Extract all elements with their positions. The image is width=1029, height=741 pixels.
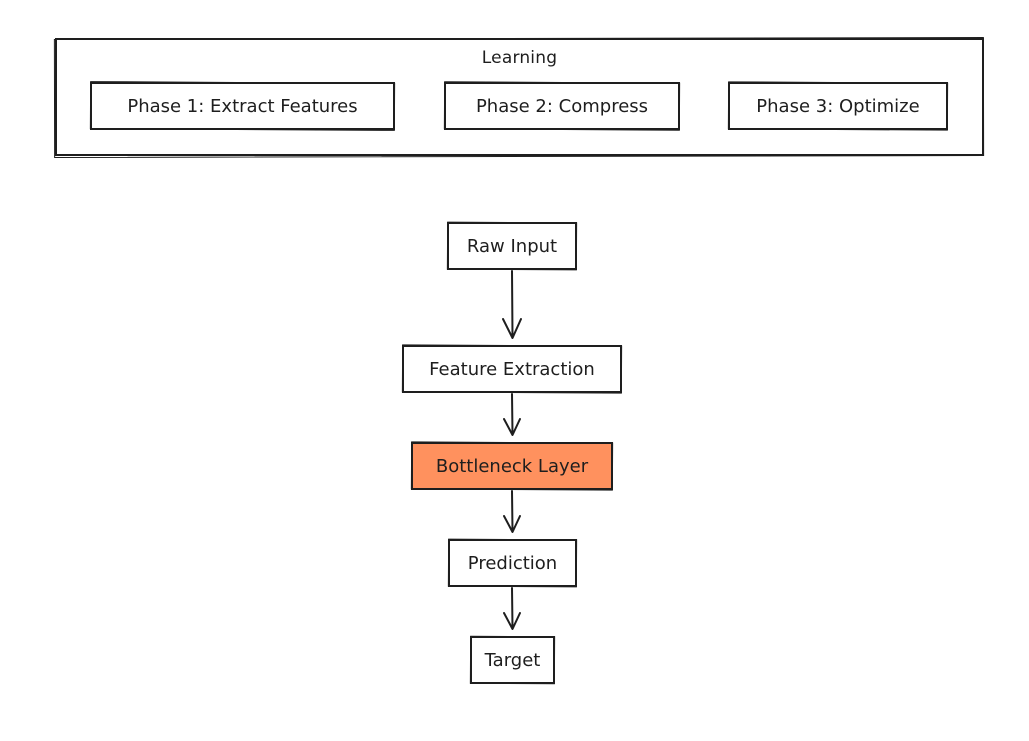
prediction-node: Prediction bbox=[448, 539, 577, 587]
raw-input-node: Raw Input bbox=[447, 222, 577, 270]
feature-extraction-node: Feature Extraction bbox=[402, 345, 622, 393]
learning-group-title: Learning bbox=[481, 48, 558, 68]
phase-3-box: Phase 3: Optimize bbox=[728, 82, 948, 130]
prediction-label: Prediction bbox=[467, 552, 558, 574]
bottleneck-layer-node: Bottleneck Layer bbox=[411, 442, 613, 490]
target-node: Target bbox=[470, 636, 555, 684]
phase-2-box: Phase 2: Compress bbox=[444, 82, 680, 130]
target-label: Target bbox=[484, 649, 541, 671]
phase-2-label: Phase 2: Compress bbox=[475, 95, 649, 117]
bottleneck-layer-label: Bottleneck Layer bbox=[435, 455, 589, 477]
phase-1-label: Phase 1: Extract Features bbox=[127, 95, 358, 117]
arrow-bottleneck-to-prediction bbox=[503, 490, 521, 533]
raw-input-label: Raw Input bbox=[466, 235, 558, 257]
arrow-raw-to-feature bbox=[502, 270, 522, 339]
feature-extraction-label: Feature Extraction bbox=[429, 358, 595, 380]
arrow-prediction-to-target bbox=[503, 587, 521, 630]
arrow-feature-to-bottleneck bbox=[503, 393, 521, 436]
phase-3-label: Phase 3: Optimize bbox=[756, 95, 920, 117]
phase-1-box: Phase 1: Extract Features bbox=[90, 82, 395, 130]
